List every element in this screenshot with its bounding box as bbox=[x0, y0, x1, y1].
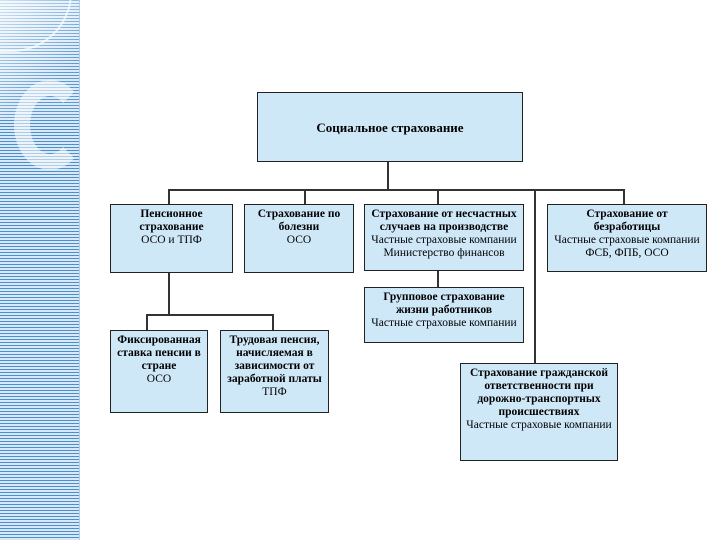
node-group-life-insurance: Групповое страхование жизни работников Ч… bbox=[364, 287, 524, 343]
sidebar-divider bbox=[79, 0, 80, 540]
connector-to-fixed-pension bbox=[146, 314, 148, 330]
decorative-sidebar bbox=[0, 0, 79, 540]
connector-root-down bbox=[387, 162, 389, 189]
connector-to-sickness bbox=[304, 189, 306, 204]
connector-to-civil-liability bbox=[534, 189, 536, 363]
connector-to-unemployment bbox=[534, 189, 624, 191]
node-sickness-insurance-title: Страхование по болезни bbox=[257, 208, 341, 233]
node-unemployment-insurance-org-1: Частные страховые компании bbox=[554, 234, 700, 246]
node-fixed-pension: Фиксированная ставка пенсии в стране ОСО bbox=[110, 330, 208, 413]
node-civil-liability-insurance: Страхование гражданской ответственности … bbox=[460, 363, 618, 461]
connector-to-labor-pension bbox=[272, 314, 274, 330]
connector-pension-down bbox=[168, 273, 170, 314]
node-pension-insurance: Пенсионное страхование ОСО и ТПФ bbox=[110, 204, 233, 273]
node-group-life-insurance-title: Групповое страхование жизни работников bbox=[383, 291, 505, 316]
node-accident-insurance-title: Страхование от несчастных случаев на про… bbox=[371, 208, 517, 233]
ring-decoration bbox=[14, 80, 79, 170]
node-sickness-insurance: Страхование по болезни ОСО bbox=[244, 204, 354, 273]
connector-to-unemployment-drop bbox=[623, 189, 625, 204]
node-accident-insurance-org-1: Частные страховые компании bbox=[371, 234, 517, 246]
node-accident-insurance: Страхование от несчастных случаев на про… bbox=[364, 204, 524, 271]
connector-to-accident bbox=[437, 189, 439, 204]
connector-accident-to-group-life bbox=[437, 271, 439, 287]
node-fixed-pension-title: Фиксированная ставка пенсии в стране bbox=[117, 334, 201, 372]
node-labor-pension-title: Трудовая пенсия, начисляемая в зависимос… bbox=[227, 334, 322, 385]
connector-top-bus bbox=[168, 189, 535, 191]
node-sickness-insurance-org: ОСО bbox=[286, 234, 312, 246]
node-unemployment-insurance-title: Страхование от безработицы bbox=[586, 208, 668, 233]
node-unemployment-insurance-org-2: ФСБ, ФПБ, ОСО bbox=[585, 247, 669, 259]
node-pension-insurance-org: ОСО и ТПФ bbox=[141, 234, 202, 246]
node-group-life-insurance-org: Частные страховые компании bbox=[371, 317, 517, 329]
node-civil-liability-insurance-org: Частные страховые компании bbox=[466, 419, 612, 431]
node-fixed-pension-org: ОСО bbox=[146, 373, 172, 385]
node-social-insurance: Социальное страхование bbox=[257, 92, 523, 162]
node-labor-pension-org: ТПФ bbox=[262, 386, 287, 398]
connector-to-pension bbox=[168, 189, 170, 204]
node-unemployment-insurance: Страхование от безработицы Частные страх… bbox=[547, 204, 707, 272]
node-social-insurance-title: Социальное страхование bbox=[316, 119, 464, 135]
node-civil-liability-insurance-title: Страхование гражданской ответственности … bbox=[470, 367, 608, 418]
node-accident-insurance-org-2: Министерство финансов bbox=[383, 247, 505, 259]
node-pension-insurance-title: Пенсионное страхование bbox=[139, 208, 204, 233]
node-labor-pension: Трудовая пенсия, начисляемая в зависимос… bbox=[220, 330, 329, 413]
connector-pension-bus bbox=[146, 314, 273, 316]
